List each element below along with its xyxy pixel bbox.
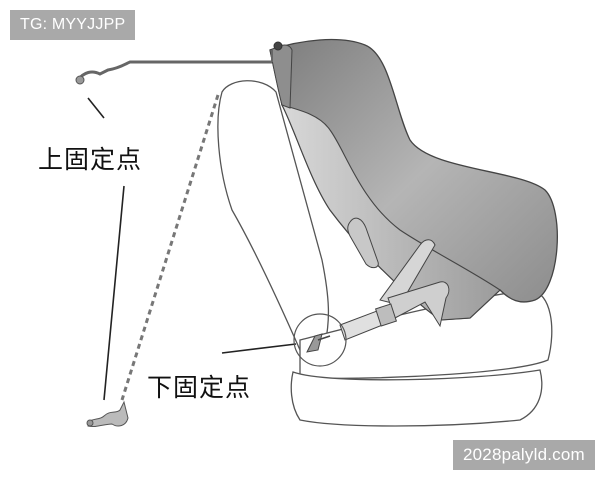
lower-anchor-callout-circle (293, 313, 347, 367)
vehicle-seat (217, 80, 553, 427)
lower-anchor-hardware (86, 400, 129, 428)
watermark-bottom: 2028palyld.com (453, 440, 595, 470)
upper-anchor-label: 上固定点 (38, 145, 143, 174)
child-seat-shell (269, 38, 558, 341)
lower-anchor-label: 下固定点 (147, 373, 252, 402)
top-tether (75, 41, 283, 85)
leader-lines (87, 97, 297, 401)
watermark-top: TG: MYYJJPP (10, 10, 136, 40)
